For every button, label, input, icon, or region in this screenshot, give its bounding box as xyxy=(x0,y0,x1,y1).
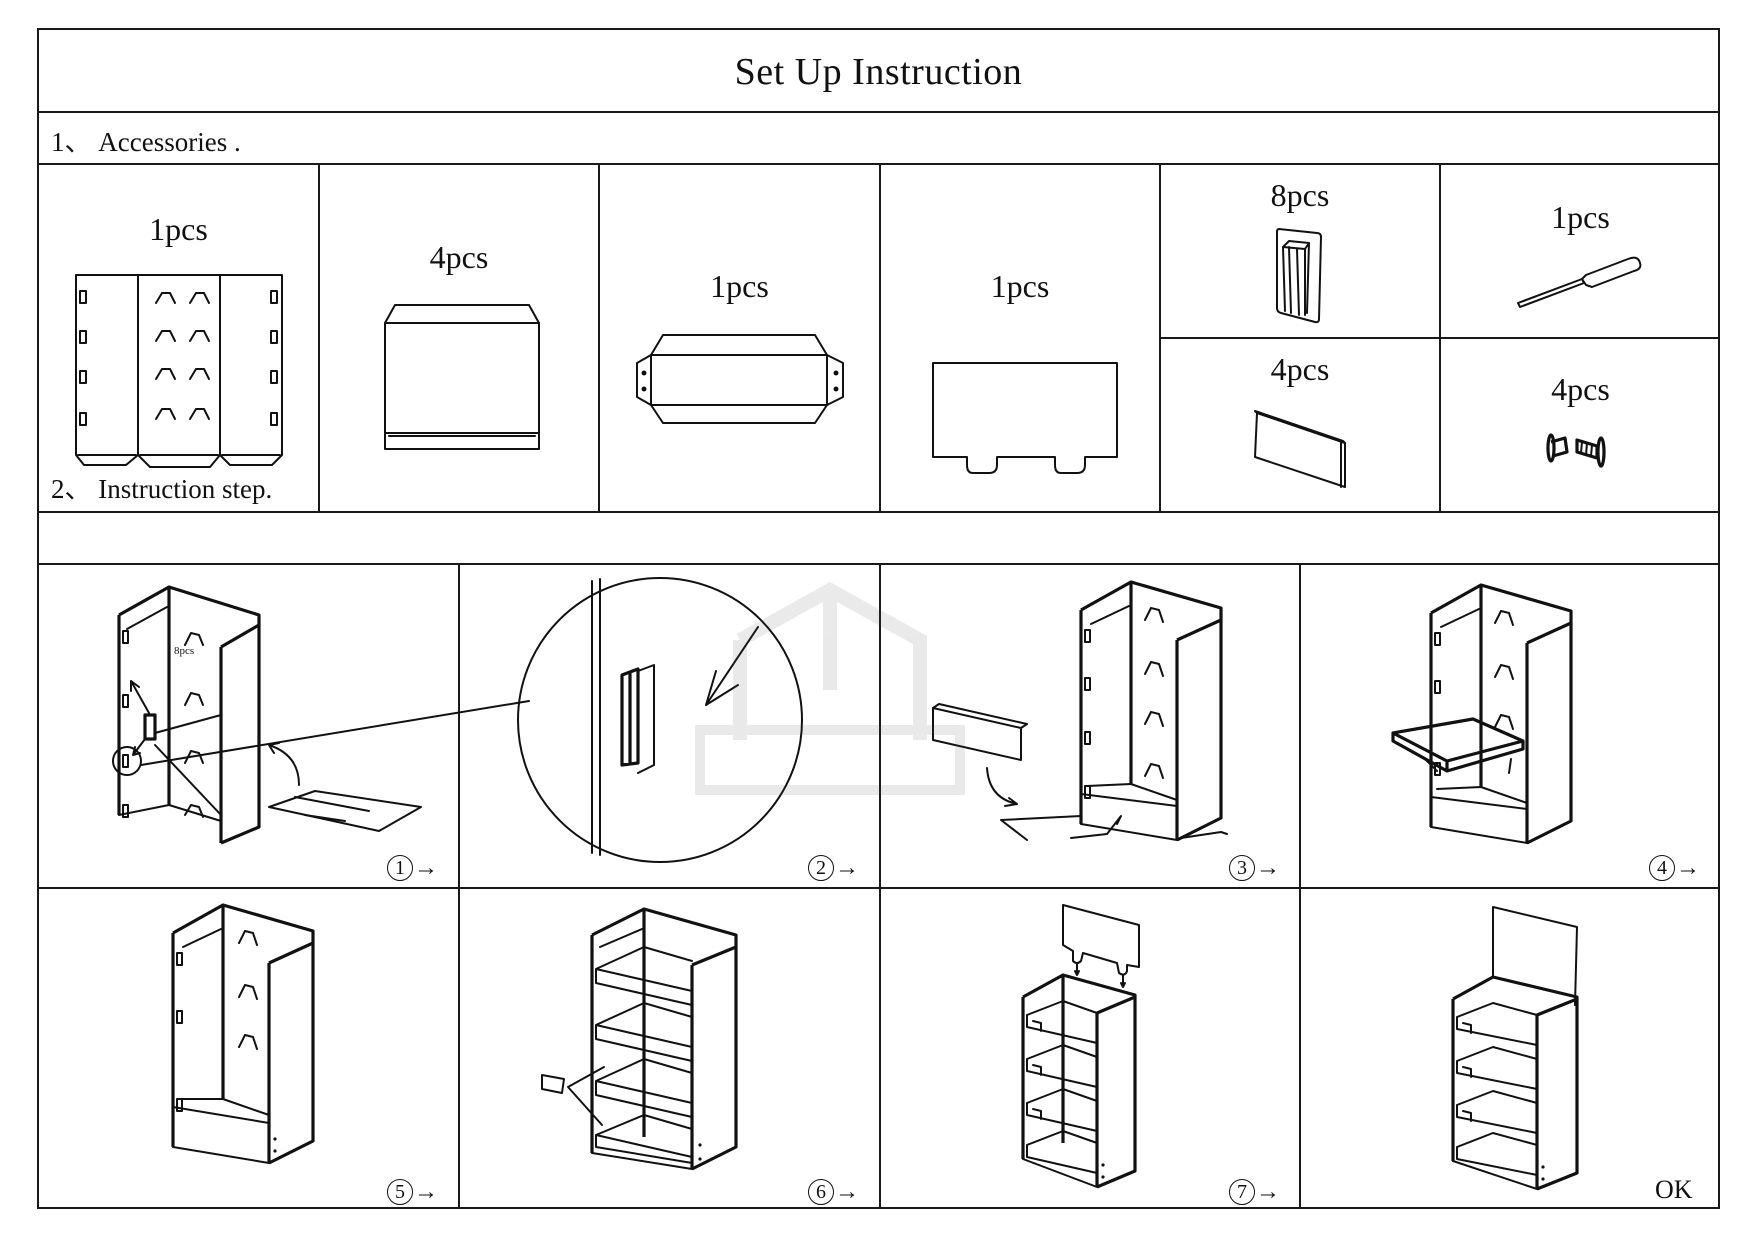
shelf-clip-icon xyxy=(1276,228,1322,324)
step-panel: 7→ xyxy=(881,889,1299,1209)
shelf-board-icon xyxy=(384,304,540,450)
divider xyxy=(39,111,1718,113)
assembled-display-illustration xyxy=(1451,906,1579,1191)
divider xyxy=(39,887,1718,889)
quantity-label: 8pcs xyxy=(1270,177,1330,213)
clip-detail-magnified-illustration xyxy=(517,577,803,863)
screw-set-icon xyxy=(1546,433,1606,468)
step-number: 5 xyxy=(387,1179,413,1205)
step-number: 4 xyxy=(1649,855,1675,881)
arrow-right-icon: → xyxy=(1256,1179,1280,1205)
step-number: 3 xyxy=(1229,855,1255,881)
divider xyxy=(1159,337,1720,339)
step-number: 2 xyxy=(808,855,834,881)
divider xyxy=(458,563,460,1209)
step-number: 7 xyxy=(1229,1179,1255,1205)
step-panel: 4→ xyxy=(1301,565,1720,887)
step-panel: 5→ xyxy=(39,889,458,1209)
arrow-right-icon: → xyxy=(835,1179,859,1205)
arrow-right-icon: → xyxy=(835,855,859,881)
accessory-item: 1pcs xyxy=(39,163,318,511)
step-number-badge: 1→ xyxy=(387,855,438,881)
header-card-install-illustration xyxy=(1021,904,1140,1189)
arrow-right-icon: → xyxy=(1676,855,1700,881)
arrow-right-icon: → xyxy=(414,1179,438,1205)
screwdriver-icon xyxy=(1517,256,1642,308)
arrow-right-icon: → xyxy=(414,855,438,881)
accessory-item: 4pcs xyxy=(1161,339,1439,511)
page-title: Set Up Instruction xyxy=(734,50,1023,93)
base-installed-cabinet-illustration xyxy=(171,903,315,1165)
instruction-sheet: Set Up Instruction 1、 Accessories . 1pcs xyxy=(37,28,1720,1209)
step-panel: 3→ xyxy=(881,565,1299,887)
shelves-and-price-cards-illustration xyxy=(541,907,738,1171)
step-panel: 6→ xyxy=(460,889,879,1209)
divider xyxy=(879,163,881,511)
arrow-right-icon: → xyxy=(1256,855,1280,881)
accessory-item: 1pcs xyxy=(1441,163,1720,337)
divider xyxy=(39,163,1718,165)
quantity-label: 4pcs xyxy=(429,239,489,275)
step-number: 1 xyxy=(387,855,413,881)
cabinet-side-panel-illustration xyxy=(112,585,530,845)
quantity-label: 1pcs xyxy=(149,211,208,247)
accessory-item: 4pcs xyxy=(320,163,598,511)
divider xyxy=(318,163,320,511)
clip-callout-label: 8pcs xyxy=(174,645,195,657)
step-number-badge: 2→ xyxy=(808,855,859,881)
divider xyxy=(39,563,1718,565)
section-heading-accessories: 1、 Accessories . xyxy=(51,127,241,157)
base-board-install-illustration xyxy=(932,580,1228,842)
accessory-item: 8pcs xyxy=(1161,163,1439,337)
step-panel: 2→ xyxy=(460,565,879,887)
step-panel: 1→ xyxy=(39,565,530,887)
step-number-badge: 5→ xyxy=(387,1179,438,1205)
step-number-badge: 3→ xyxy=(1229,855,1280,881)
step-panel-final: OK xyxy=(1301,889,1720,1209)
step-number: 6 xyxy=(808,1179,834,1205)
step-number-badge: 7→ xyxy=(1229,1179,1280,1205)
step-number-badge: 6→ xyxy=(808,1179,859,1205)
quantity-label: 4pcs xyxy=(1270,351,1330,387)
quantity-label: 4pcs xyxy=(1551,371,1610,407)
back-panel-with-hooks-icon xyxy=(75,274,283,468)
divider xyxy=(39,511,1718,513)
header-card-icon xyxy=(932,362,1118,474)
divider xyxy=(1299,563,1301,1209)
completion-label: OK xyxy=(1655,1175,1693,1204)
accessory-item: 1pcs xyxy=(600,163,879,511)
divider xyxy=(598,163,600,511)
divider xyxy=(879,563,881,1209)
quantity-label: 1pcs xyxy=(1551,199,1610,235)
accessory-item: 4pcs xyxy=(1441,339,1720,511)
shelf-install-illustration xyxy=(1391,583,1573,845)
step-number-badge: 4→ xyxy=(1649,855,1700,881)
price-tag-card-icon xyxy=(1254,410,1346,488)
section-heading-steps: 2、 Instruction step. xyxy=(51,474,273,504)
accessory-item: 1pcs xyxy=(881,163,1159,511)
quantity-label: 1pcs xyxy=(710,268,769,304)
quantity-label: 1pcs xyxy=(990,268,1050,304)
base-board-icon xyxy=(636,334,844,424)
